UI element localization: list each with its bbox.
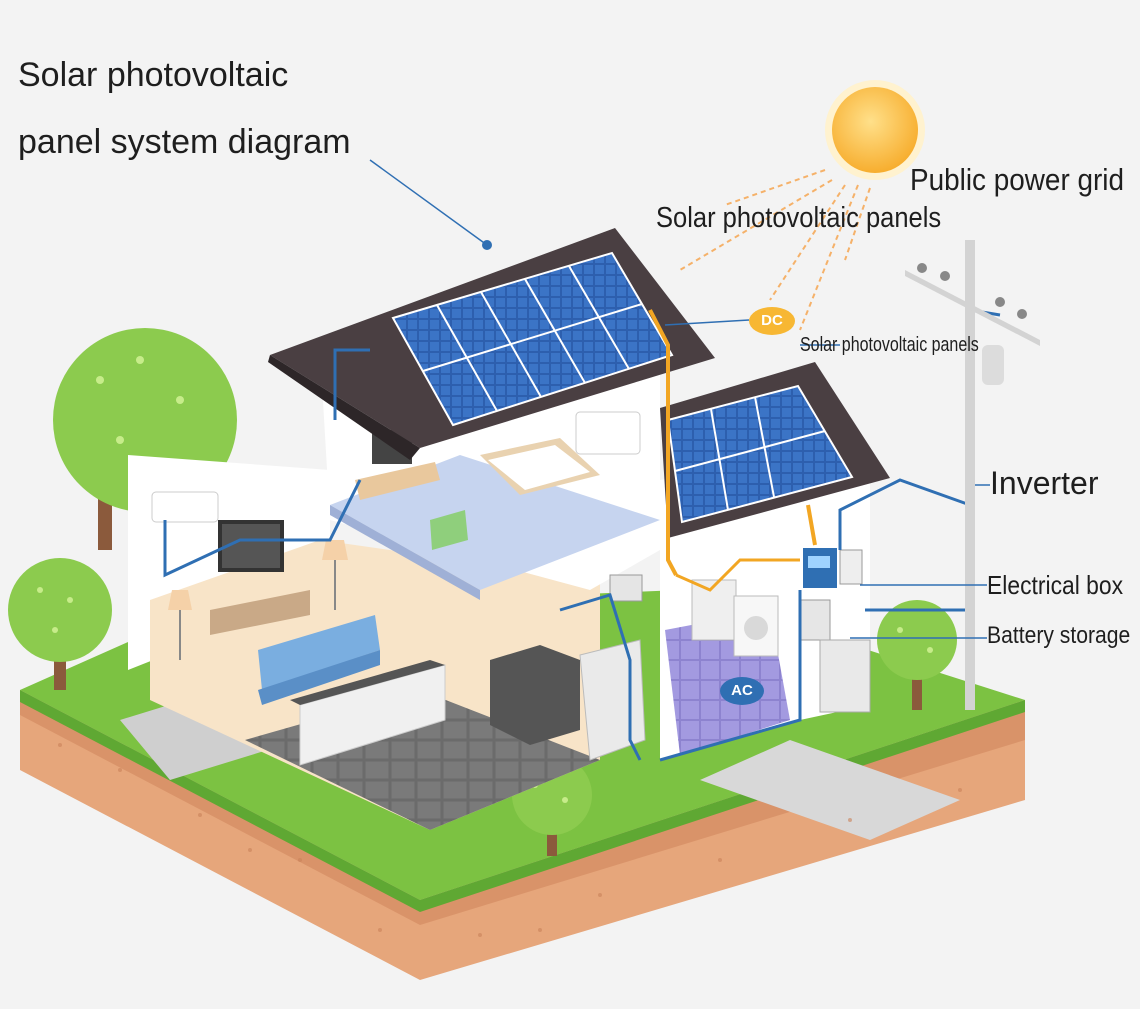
power-pole — [905, 240, 1040, 710]
inverter-label: Inverter — [990, 465, 1099, 501]
battery-storage-label: Battery storage — [987, 622, 1131, 649]
washing-machine-icon — [691, 579, 737, 641]
electrical-box-icon — [839, 549, 863, 585]
sun-rays — [679, 169, 871, 331]
leader-lines — [369, 159, 990, 639]
electrical-box-label: Electrical box — [987, 570, 1124, 600]
control-panel-icon — [609, 574, 643, 602]
right-roof — [660, 362, 890, 538]
solar-panels-label-main: Solar photovoltaic panels — [656, 202, 942, 234]
main-roof — [268, 228, 715, 460]
dc-badge: DC — [749, 307, 795, 335]
tree-left-small — [8, 558, 112, 690]
sun-icon — [825, 80, 925, 180]
diagram-title-line1: Solar photovoltaic — [18, 56, 289, 94]
ac-badge: AC — [720, 677, 764, 705]
solar-panels-label-secondary: Solar photovoltaic panels — [800, 334, 979, 356]
solar-panel-main — [391, 251, 674, 427]
air-conditioner-icon — [151, 491, 219, 523]
diagram-title-line2: panel system diagram — [18, 123, 351, 161]
fridge-icon — [579, 639, 646, 761]
sofa-icon — [258, 615, 380, 690]
battery-storage-icon — [819, 639, 871, 713]
leader-dot — [482, 240, 492, 250]
tree-right — [877, 600, 957, 710]
house-right-wing — [660, 460, 871, 760]
wiring — [163, 308, 1001, 762]
public-power-grid-label: Public power grid — [910, 162, 1125, 197]
